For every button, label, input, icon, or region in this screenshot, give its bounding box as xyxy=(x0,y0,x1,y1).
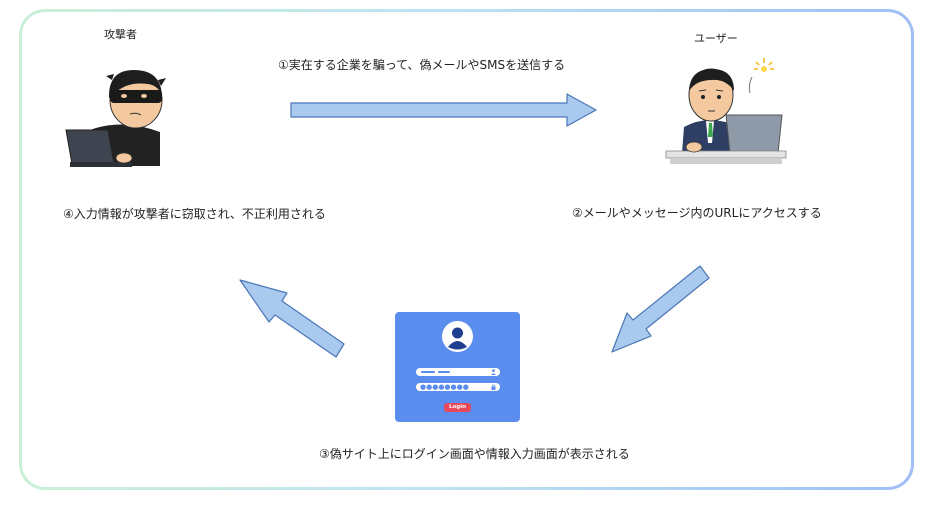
step2-text: ②メールやメッセージ内のURLにアクセスする xyxy=(572,206,822,220)
lock-icon xyxy=(491,384,496,390)
step1-text: ①実在する企業を騙って、偽メールやSMSを送信する xyxy=(278,58,566,72)
password-field[interactable]: ●●●●●●●● xyxy=(416,383,500,391)
attacker-label: 攻撃者 xyxy=(104,28,137,41)
person-icon xyxy=(491,369,496,375)
step3-text: ③偽サイト上にログイン画面や情報入力画面が表示される xyxy=(319,447,630,461)
step4-text: ④入力情報が攻撃者に窃取され、不正利用される xyxy=(63,207,326,221)
login-button[interactable]: Login xyxy=(444,403,471,412)
diagram-frame xyxy=(19,9,914,490)
arrow-down-left xyxy=(611,265,710,353)
password-mask: ●●●●●●●● xyxy=(420,383,469,391)
arrow-up-left xyxy=(239,279,345,358)
attacker-icon xyxy=(65,70,166,167)
fake-login-screen: ●●●●●●●● Login xyxy=(395,312,520,422)
arrow-right xyxy=(290,93,597,127)
user-icon xyxy=(665,58,787,164)
username-field[interactable] xyxy=(416,368,500,376)
avatar-icon xyxy=(442,321,473,352)
user-label: ユーザー xyxy=(694,32,738,45)
